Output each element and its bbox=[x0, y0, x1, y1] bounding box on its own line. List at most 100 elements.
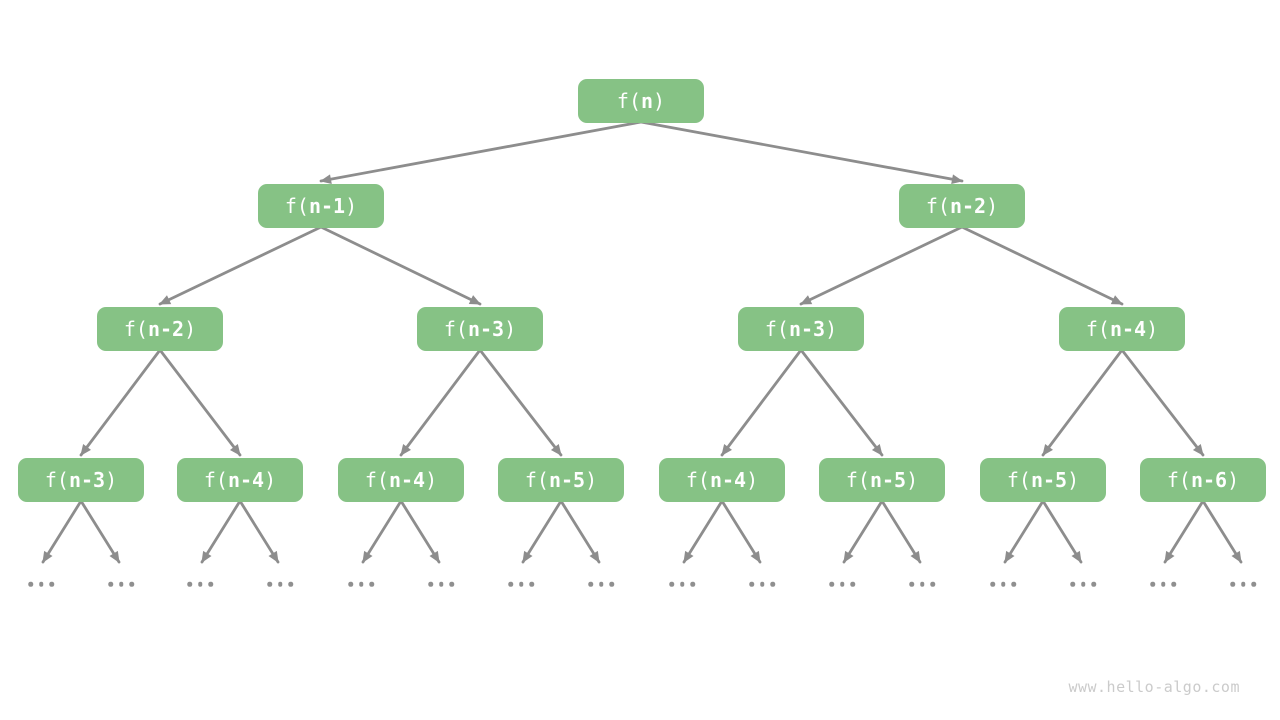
ellipsis-dot bbox=[358, 581, 364, 587]
ellipsis-dot bbox=[208, 581, 213, 587]
ellipsis-dot bbox=[197, 581, 203, 587]
node-label: n-4 bbox=[227, 468, 265, 492]
node-label: ) bbox=[105, 468, 118, 492]
node-label: n-5 bbox=[869, 468, 907, 492]
ellipsis-dot bbox=[108, 581, 113, 587]
ellipsis-dot bbox=[518, 581, 524, 587]
tree-node: f(n-6) bbox=[1140, 458, 1266, 502]
node-label: f( bbox=[1006, 468, 1031, 492]
ellipsis-dot bbox=[909, 581, 914, 587]
leaf-edge bbox=[41, 499, 83, 564]
node-label: f( bbox=[44, 468, 69, 492]
leaf-edge bbox=[880, 499, 922, 564]
ellipsis-dot bbox=[1251, 581, 1256, 587]
tree-node: f(n) bbox=[578, 79, 704, 123]
ellipsis-dot bbox=[187, 581, 192, 587]
node-label: f( bbox=[524, 468, 549, 492]
tree-node: f(n-4) bbox=[338, 458, 464, 502]
ellipsis-dot bbox=[449, 581, 454, 587]
ellipsis-dot bbox=[759, 581, 765, 587]
node-label: ) bbox=[746, 468, 759, 492]
leaf-edge bbox=[238, 499, 280, 564]
leaf-edge bbox=[720, 499, 762, 564]
tree-edge bbox=[960, 225, 1124, 306]
node-label: f( bbox=[203, 468, 228, 492]
node-label: ) bbox=[825, 317, 838, 341]
leaf-edge bbox=[1163, 499, 1205, 564]
node-label: f( bbox=[1166, 468, 1191, 492]
node-label: ) bbox=[986, 194, 999, 218]
ellipsis bbox=[749, 581, 775, 587]
ellipsis-dot bbox=[1070, 581, 1075, 587]
ellipsis-dot bbox=[529, 581, 534, 587]
ellipsis-dot bbox=[588, 581, 593, 587]
leaf-edge bbox=[1201, 499, 1243, 564]
tree-node: f(n-4) bbox=[659, 458, 785, 502]
tree-node: f(n-5) bbox=[819, 458, 945, 502]
node-label: ) bbox=[1227, 468, 1240, 492]
tree-edge bbox=[720, 348, 803, 457]
tree-edge bbox=[799, 348, 884, 457]
tree-node: f(n-3) bbox=[738, 307, 864, 351]
ellipsis bbox=[1070, 581, 1096, 587]
ellipsis-dot bbox=[598, 581, 604, 587]
ellipsis-dot bbox=[267, 581, 272, 587]
tree-edge bbox=[1120, 348, 1205, 457]
ellipsis-dot bbox=[288, 581, 293, 587]
tree-edge bbox=[399, 348, 482, 457]
node-label: f( bbox=[616, 89, 641, 113]
ellipsis-dot bbox=[1230, 581, 1235, 587]
ellipsis-dot bbox=[609, 581, 614, 587]
node-label: f( bbox=[764, 317, 789, 341]
node-label: ) bbox=[1146, 317, 1159, 341]
ellipsis-dot bbox=[38, 581, 44, 587]
ellipsis-dot bbox=[118, 581, 124, 587]
ellipsis bbox=[909, 581, 935, 587]
ellipsis-dot bbox=[990, 581, 995, 587]
node-label: ) bbox=[345, 194, 358, 218]
node-label: n-1 bbox=[308, 194, 346, 218]
node-label: f( bbox=[123, 317, 148, 341]
leaf-edge bbox=[1003, 499, 1045, 564]
ellipsis-dot bbox=[919, 581, 925, 587]
node-label: n-3 bbox=[467, 317, 505, 341]
ellipsis bbox=[187, 581, 213, 587]
ellipsis-dot bbox=[129, 581, 134, 587]
ellipsis-dot bbox=[1000, 581, 1006, 587]
ellipsis-dot bbox=[1160, 581, 1166, 587]
tree-node: f(n-1) bbox=[258, 184, 384, 228]
tree-edge bbox=[319, 225, 482, 306]
node-label: f( bbox=[845, 468, 870, 492]
ellipsis-dot bbox=[1011, 581, 1016, 587]
ellipsis-dot bbox=[428, 581, 433, 587]
ellipsis bbox=[990, 581, 1016, 587]
ellipsis-dot bbox=[49, 581, 54, 587]
node-label: n-3 bbox=[788, 317, 826, 341]
ellipsis-dot bbox=[1240, 581, 1246, 587]
tree-node: f(n-5) bbox=[498, 458, 624, 502]
ellipsis-dot bbox=[829, 581, 834, 587]
ellipsis-dot bbox=[438, 581, 444, 587]
node-label: n-5 bbox=[1030, 468, 1068, 492]
leaf-edge bbox=[361, 499, 403, 564]
tree-node: f(n-5) bbox=[980, 458, 1106, 502]
tree-node: f(n-4) bbox=[177, 458, 303, 502]
node-label: n-4 bbox=[1109, 317, 1147, 341]
node-label: f( bbox=[284, 194, 309, 218]
node-label: ) bbox=[906, 468, 919, 492]
ellipsis-dot bbox=[1091, 581, 1096, 587]
leaf-edge bbox=[200, 499, 242, 564]
tree-edge bbox=[799, 225, 964, 306]
tree-node: f(n-3) bbox=[417, 307, 543, 351]
tree-node: f(n-2) bbox=[899, 184, 1025, 228]
tree-edge bbox=[639, 120, 964, 185]
ellipsis bbox=[1230, 581, 1256, 587]
node-label: ) bbox=[504, 317, 517, 341]
tree-edge bbox=[1041, 348, 1124, 457]
ellipsis-dot bbox=[839, 581, 845, 587]
node-label: ) bbox=[184, 317, 197, 341]
ellipsis bbox=[348, 581, 374, 587]
ellipsis-dot bbox=[690, 581, 695, 587]
ellipsis-dot bbox=[930, 581, 935, 587]
